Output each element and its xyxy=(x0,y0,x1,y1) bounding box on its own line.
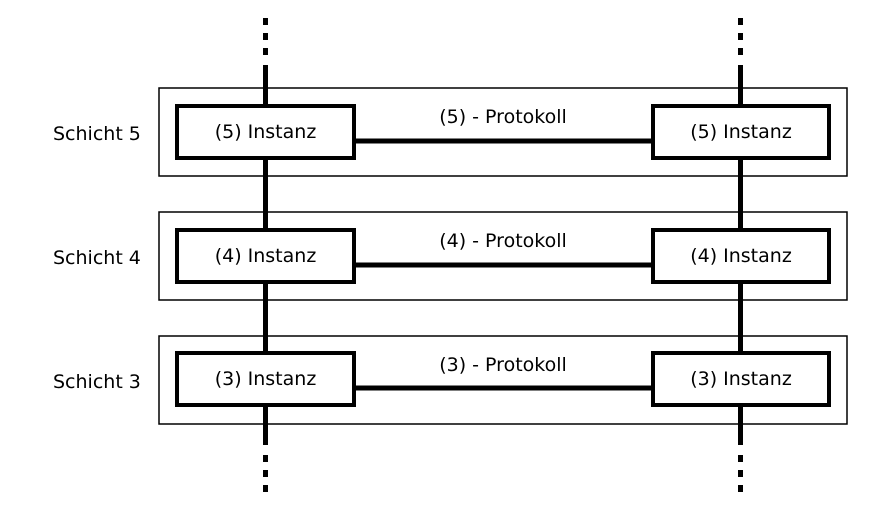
layer-frame xyxy=(158,335,848,425)
continuation-dots-top xyxy=(263,18,743,55)
left-instance-box xyxy=(175,228,356,284)
left-instance-box xyxy=(175,104,356,160)
protocol-label: (5) - Protokoll xyxy=(439,106,567,128)
layer-4: Schicht 4 (4) Instanz (4) Instanz (4) - … xyxy=(53,211,848,301)
right-instance-label: (5) Instanz xyxy=(690,121,792,143)
continuation-dots-bottom xyxy=(263,455,743,492)
layer-3: Schicht 3 (3) Instanz (3) Instanz (3) - … xyxy=(53,335,848,425)
left-instance-label: (5) Instanz xyxy=(215,121,317,143)
layer-frame xyxy=(158,211,848,301)
protocol-label: (3) - Protokoll xyxy=(439,354,567,376)
right-instance-box xyxy=(651,351,831,407)
layer-frame xyxy=(158,87,848,177)
layer-5: Schicht 5 (5) Instanz (5) Instanz (5) - … xyxy=(53,87,848,177)
layer-label: Schicht 4 xyxy=(53,247,141,269)
right-instance-label: (4) Instanz xyxy=(690,245,792,267)
layer-label: Schicht 3 xyxy=(53,371,141,393)
protocol-label: (4) - Protokoll xyxy=(439,230,567,252)
layer-label: Schicht 5 xyxy=(53,123,141,145)
left-instance-box xyxy=(175,351,356,407)
right-instance-box xyxy=(651,228,831,284)
left-instance-label: (3) Instanz xyxy=(215,368,317,390)
right-instance-box xyxy=(651,104,831,160)
left-instance-label: (4) Instanz xyxy=(215,245,317,267)
right-instance-label: (3) Instanz xyxy=(690,368,792,390)
